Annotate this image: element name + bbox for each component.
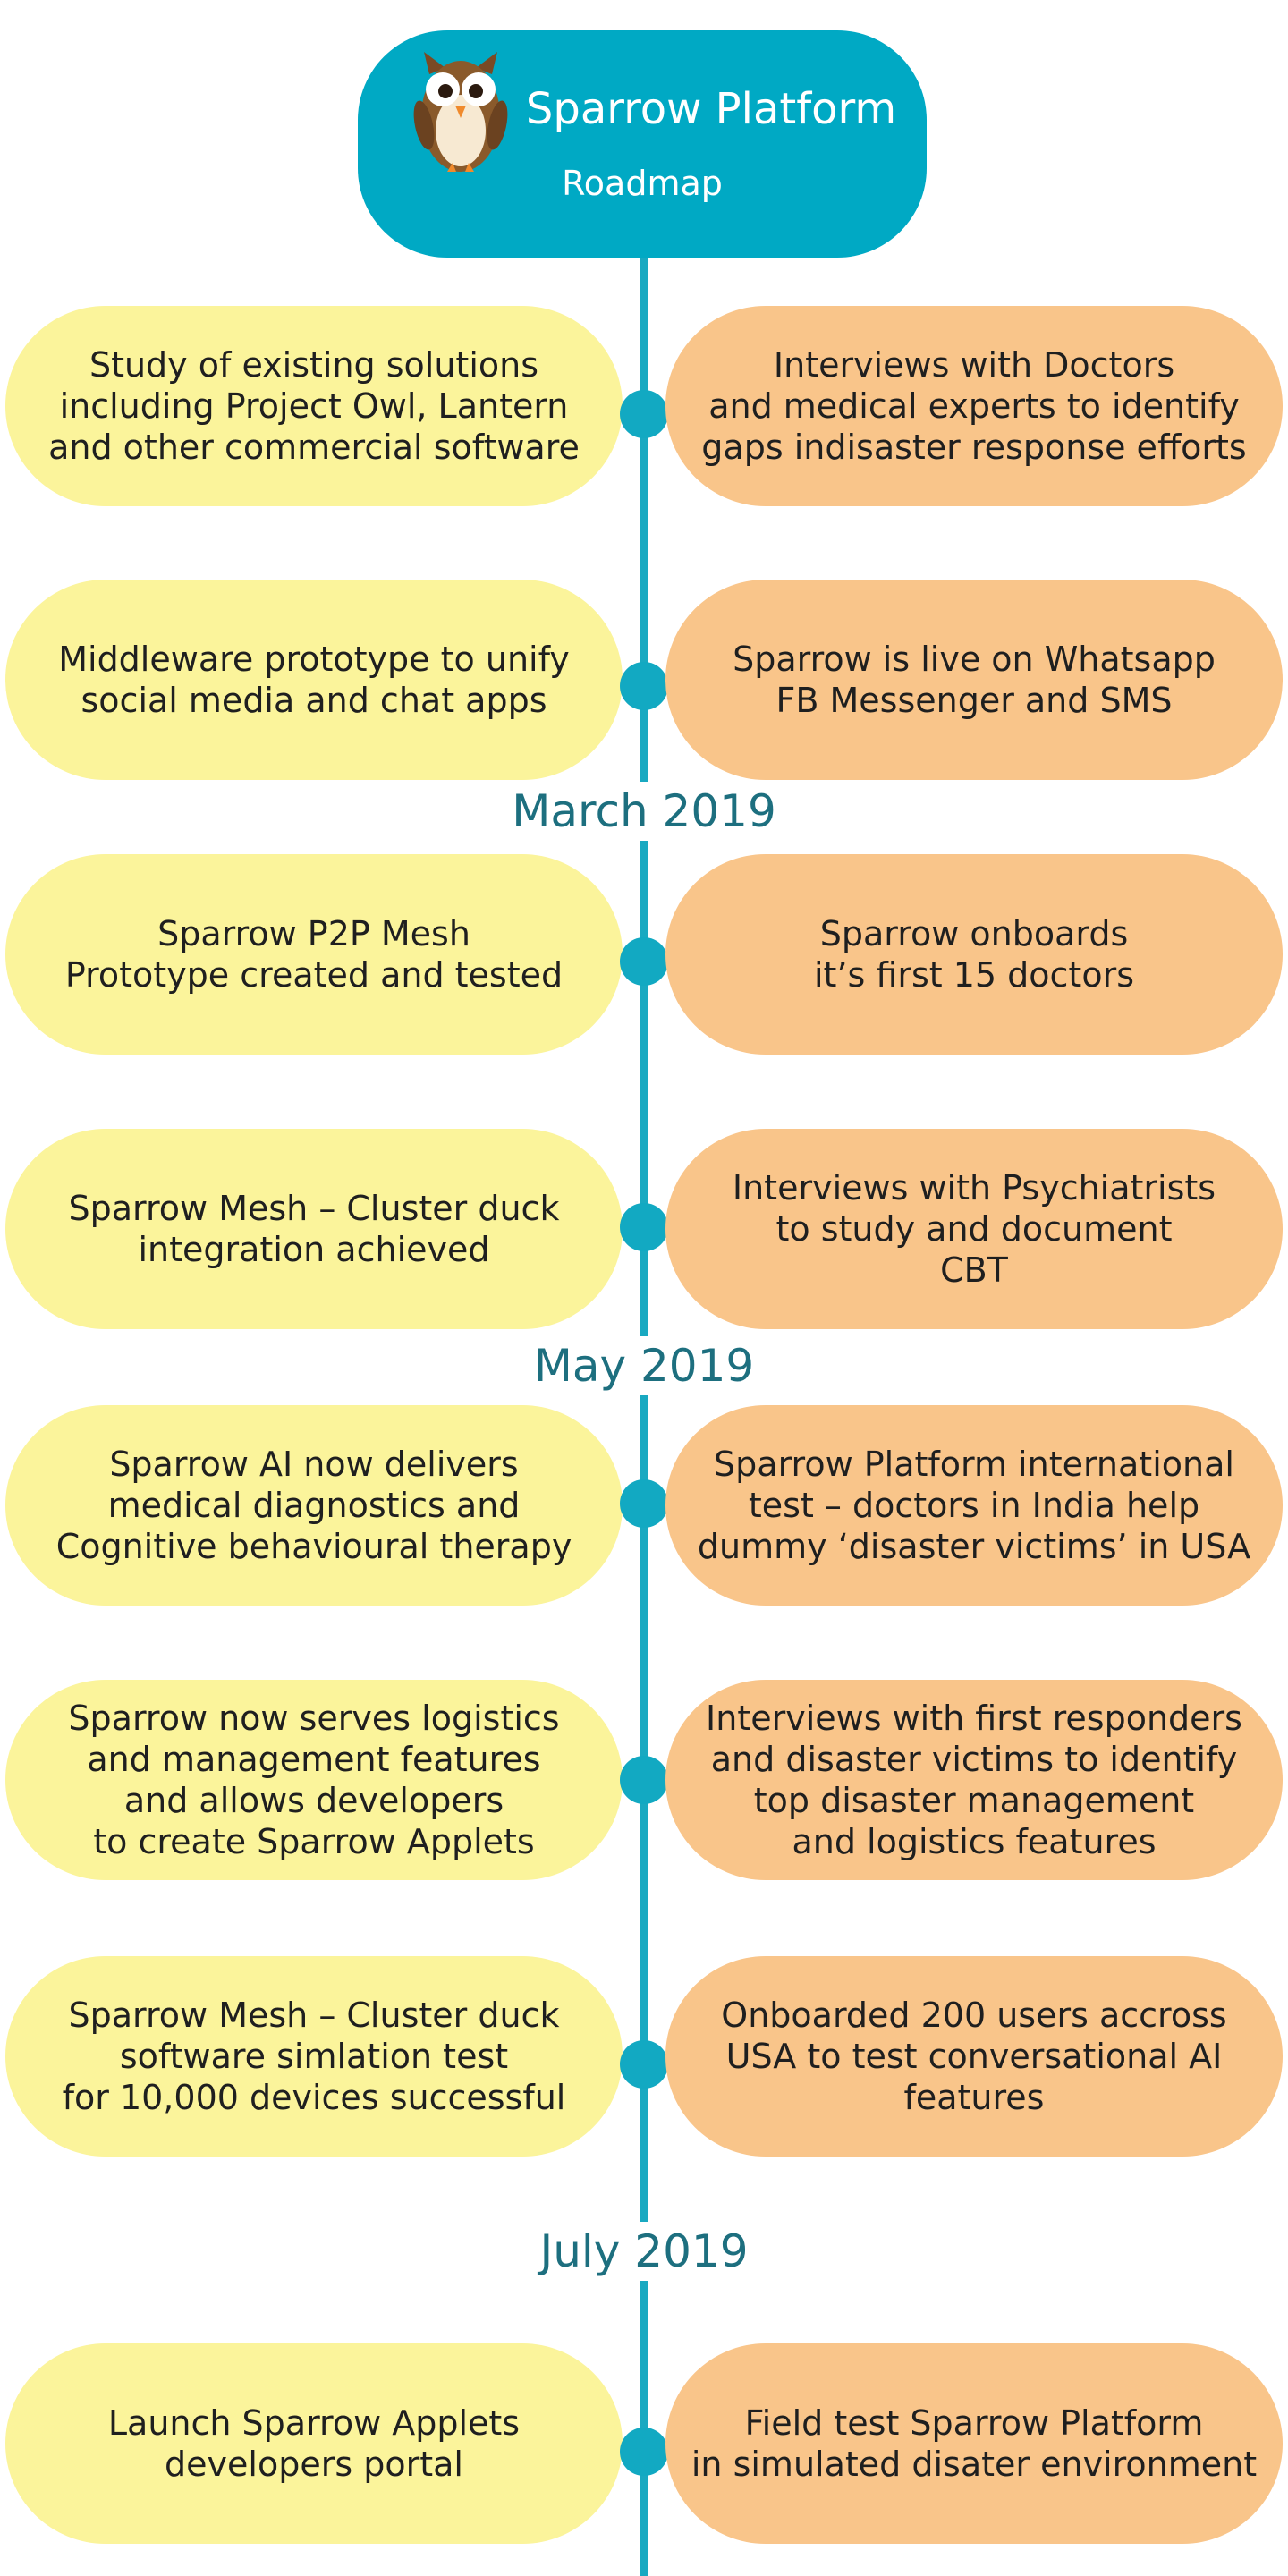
owl-icon: [413, 52, 508, 172]
left-pill: Middleware prototype to unify social med…: [5, 580, 623, 780]
right-pill: Onboarded 200 users accross USA to test …: [665, 1956, 1283, 2157]
timeline-node: [620, 390, 668, 438]
left-pill: Sparrow AI now delivers medical diagnost…: [5, 1405, 623, 1606]
roadmap-header: Sparrow Platform Roadmap: [358, 30, 927, 258]
right-pill-text: Sparrow is live on Whatsapp FB Messenger…: [733, 640, 1216, 720]
milestone-label: May 2019: [465, 1336, 823, 1395]
left-pill-text: Launch Sparrow Applets developers portal: [107, 2403, 521, 2484]
timeline-node: [620, 2428, 668, 2476]
right-pill-text: Interviews with first responders and dis…: [706, 1699, 1242, 1861]
right-pill: Interviews with Psychiatrists to study a…: [665, 1129, 1283, 1329]
left-pill: Sparrow Mesh – Cluster duck software sim…: [5, 1956, 623, 2157]
left-pill-text: Sparrow now serves logistics and managem…: [68, 1699, 560, 1861]
left-pill: Sparrow Mesh – Cluster duck integration …: [5, 1129, 623, 1329]
left-pill-text: Sparrow Mesh – Cluster duck integration …: [68, 1189, 560, 1269]
right-pill-text: Interviews with Doctors and medical expe…: [701, 345, 1247, 467]
right-pill-text: Onboarded 200 users accross USA to test …: [721, 1996, 1227, 2117]
right-pill: Interviews with first responders and dis…: [665, 1680, 1283, 1880]
timeline-node: [620, 1479, 668, 1528]
timeline-spine: [640, 250, 648, 2576]
header-subtitle: Roadmap: [562, 164, 723, 203]
timeline-node: [620, 2040, 668, 2089]
right-pill: Interviews with Doctors and medical expe…: [665, 306, 1283, 506]
left-pill: Sparrow P2P Mesh Prototype created and t…: [5, 854, 623, 1055]
right-pill-text: Interviews with Psychiatrists to study a…: [732, 1168, 1216, 1290]
header-title: Sparrow Platform: [525, 84, 897, 134]
right-pill: Sparrow onboards it’s first 15 doctors: [665, 854, 1283, 1055]
right-pill-text: Sparrow Platform international test – do…: [697, 1445, 1251, 1566]
right-pill: Sparrow Platform international test – do…: [665, 1405, 1283, 1606]
left-pill-text: Sparrow AI now delivers medical diagnost…: [55, 1445, 572, 1566]
timeline-node: [620, 1203, 668, 1251]
left-pill: Sparrow now serves logistics and managem…: [5, 1680, 623, 1880]
right-pill: Field test Sparrow Platform in simulated…: [665, 2343, 1283, 2544]
timeline-node: [620, 662, 668, 710]
left-pill-text: Sparrow P2P Mesh Prototype created and t…: [64, 914, 564, 995]
left-pill: Launch Sparrow Applets developers portal: [5, 2343, 623, 2544]
milestone-label: July 2019: [465, 2222, 823, 2281]
right-pill-text: Sparrow onboards it’s first 15 doctors: [813, 914, 1134, 995]
left-pill: Study of existing solutions including Pr…: [5, 306, 623, 506]
left-pill-text: Middleware prototype to unify social med…: [58, 640, 570, 720]
timeline-node: [620, 1756, 668, 1804]
left-pill-text: Study of existing solutions including Pr…: [48, 345, 580, 467]
right-pill: Sparrow is live on Whatsapp FB Messenger…: [665, 580, 1283, 780]
milestone-label: March 2019: [465, 782, 823, 841]
timeline-node: [620, 937, 668, 986]
right-pill-text: Field test Sparrow Platform in simulated…: [691, 2403, 1258, 2484]
left-pill-text: Sparrow Mesh – Cluster duck software sim…: [62, 1996, 566, 2117]
